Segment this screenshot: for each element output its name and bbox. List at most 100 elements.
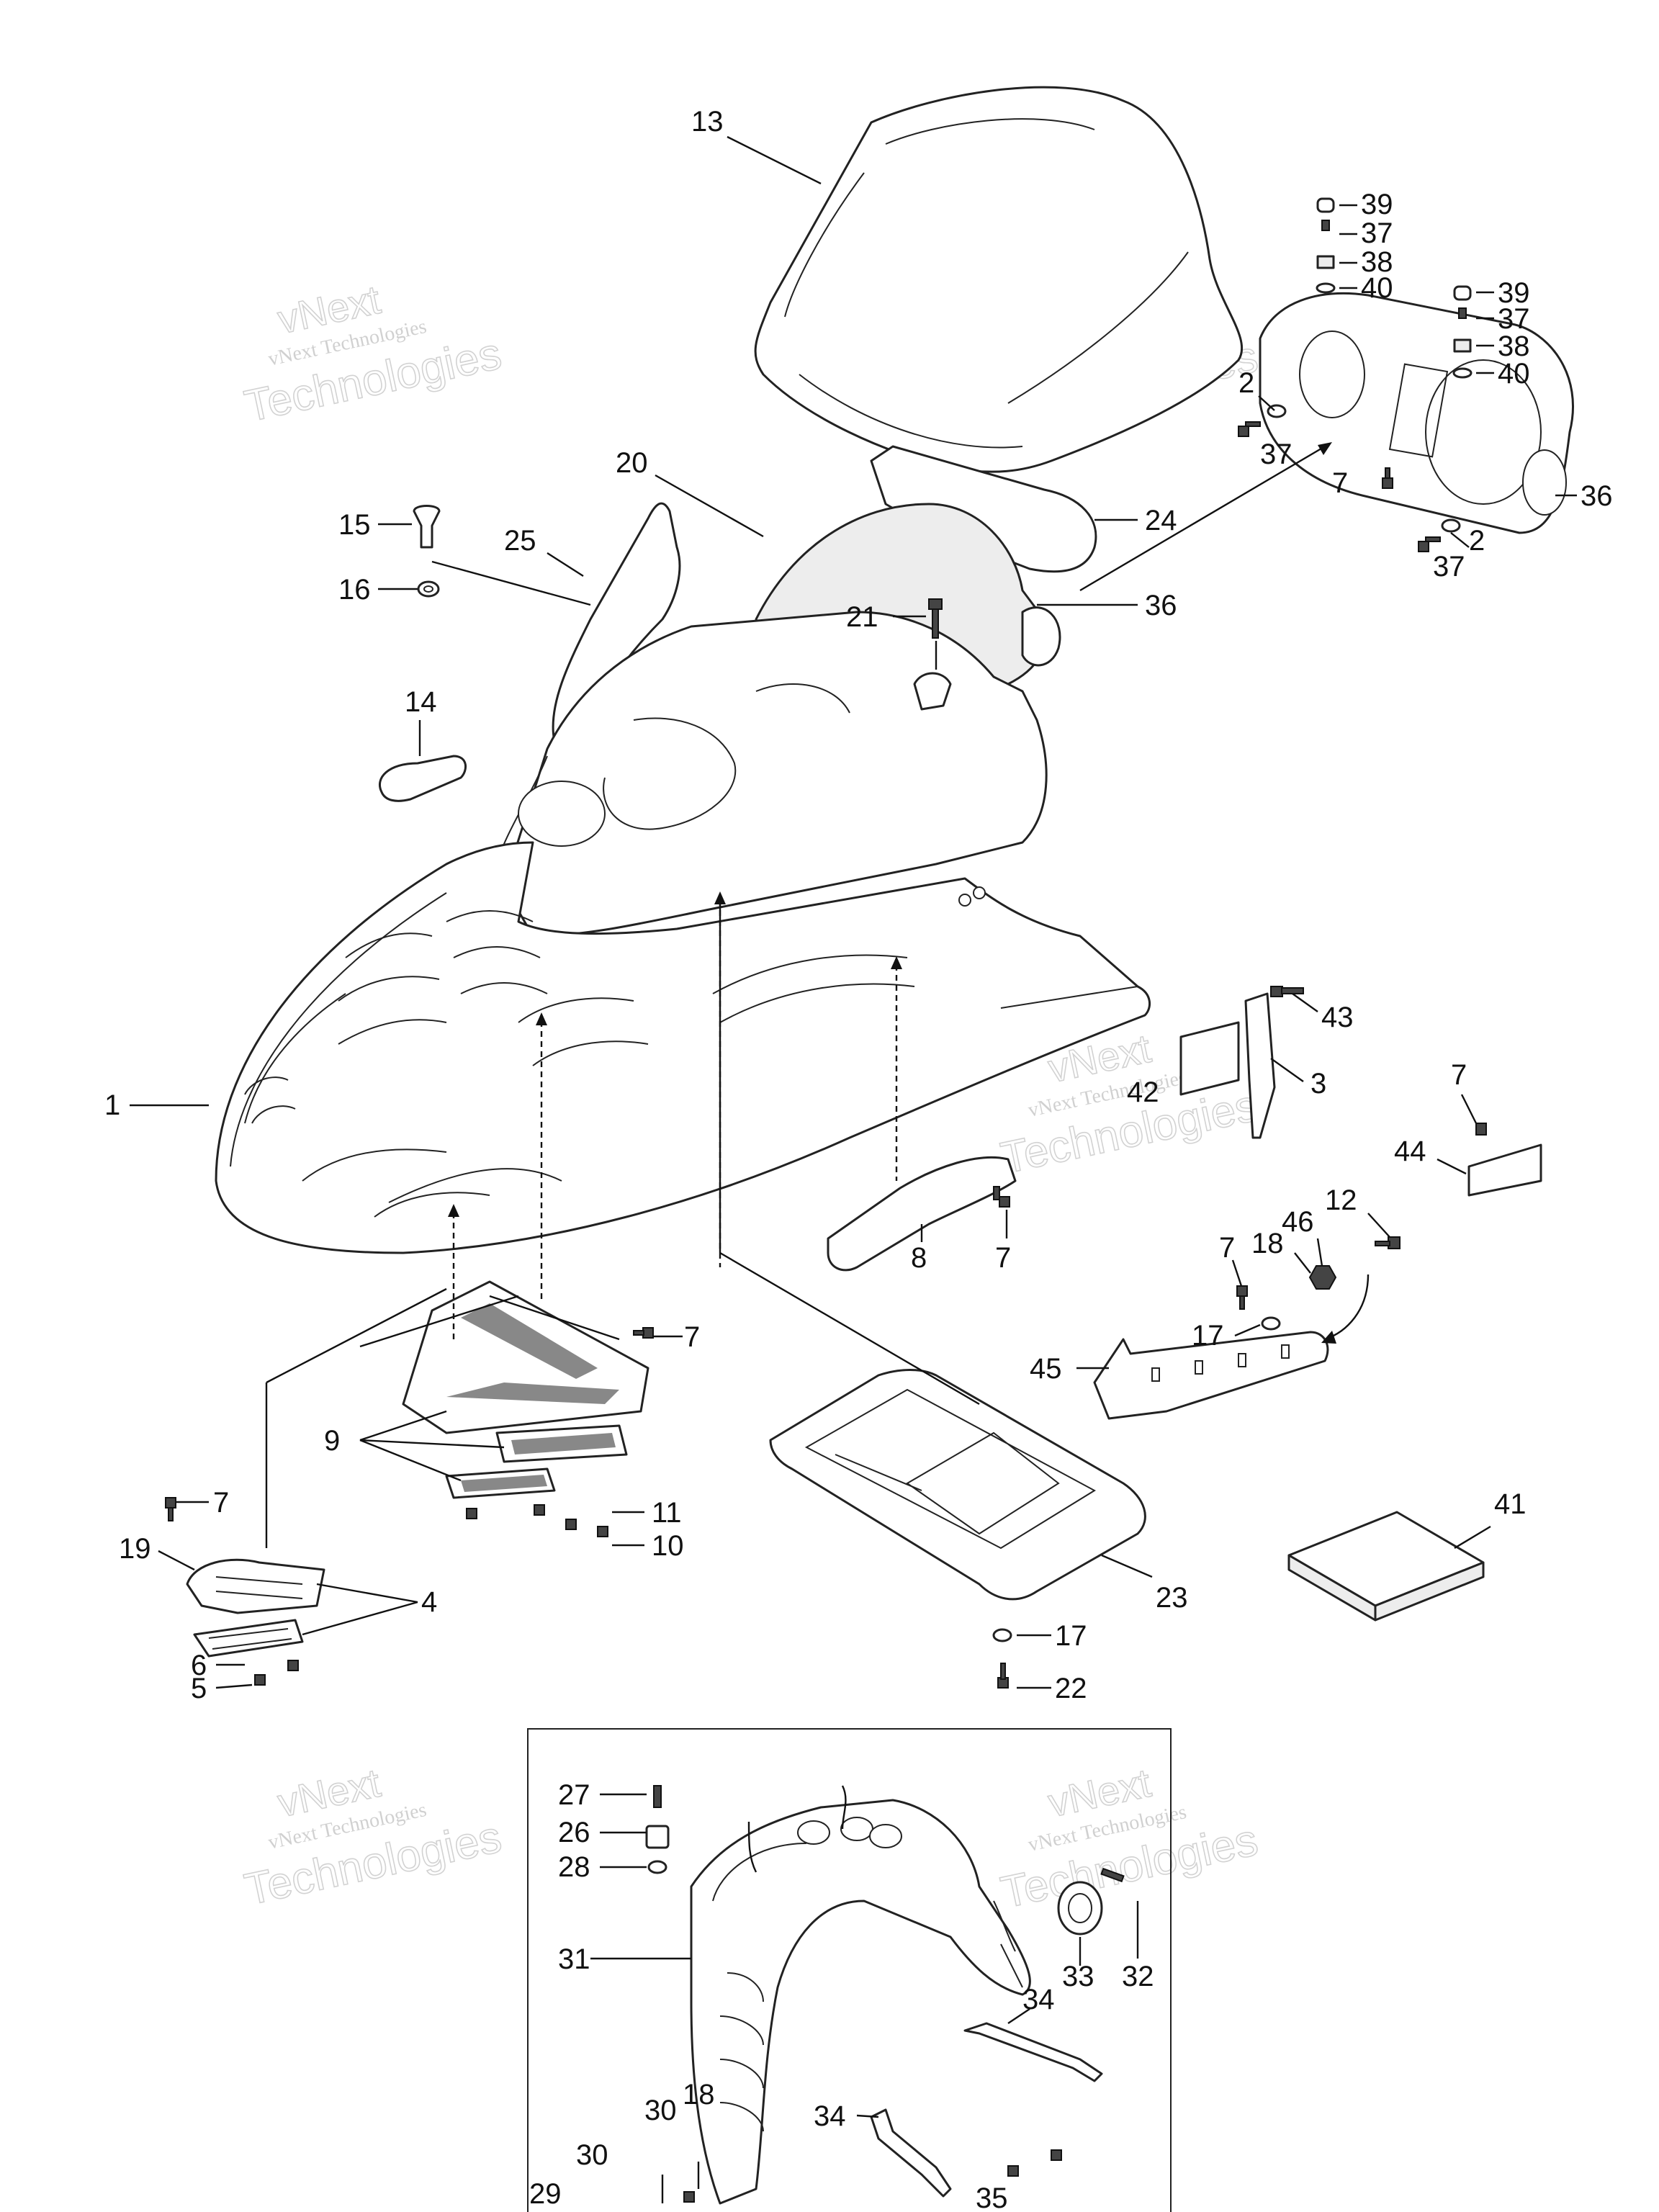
- handle-part: [379, 755, 467, 802]
- callout-11: 11: [652, 1497, 682, 1529]
- plug-part: [413, 505, 441, 549]
- callout-40: 40: [1361, 272, 1393, 304]
- callout-30: 30: [576, 2139, 608, 2171]
- callout-7: 7: [1451, 1059, 1467, 1091]
- callout-38: 38: [1361, 246, 1393, 278]
- clip-part: [913, 672, 952, 711]
- callout-4: 4: [421, 1586, 437, 1618]
- callout-8: 8: [911, 1242, 927, 1274]
- screw-part-7-grate: [633, 1327, 654, 1339]
- callout-13: 13: [691, 106, 724, 138]
- screw-part-21: [928, 598, 943, 639]
- screw-part-17-22: [992, 1628, 1012, 1689]
- screw-part-37: [1238, 421, 1441, 552]
- callout-37: 37: [1433, 551, 1465, 583]
- watermark-bottom-right: vNext vNext Technologies Technologies: [997, 1759, 1263, 1918]
- callout-labels: 13 39 37 38 40 39 37 38 40 2 37 7 36 2 3…: [104, 106, 1613, 2212]
- callout-21: 21: [846, 601, 878, 633]
- callout-3: 3: [1310, 1068, 1326, 1100]
- washer-part-17: [1261, 1316, 1281, 1331]
- lower-footrest-part: [186, 1558, 325, 1658]
- callout-24: 24: [1145, 505, 1177, 536]
- callout-7: 7: [995, 1242, 1011, 1274]
- callout-15: 15: [338, 509, 371, 541]
- front-fairing-part: [496, 611, 1048, 938]
- callout-7: 7: [213, 1487, 229, 1519]
- callout-42: 42: [1127, 1076, 1159, 1108]
- screw-part-7-footrest: [165, 1497, 176, 1521]
- callout-7: 7: [1332, 467, 1348, 499]
- washer-part-2: [1267, 404, 1461, 533]
- callout-18: 18: [1251, 1228, 1284, 1259]
- callout-22: 22: [1055, 1673, 1087, 1704]
- callout-17: 17: [1055, 1620, 1087, 1652]
- bolt-part-43: [1270, 986, 1304, 997]
- callout-2: 2: [1469, 525, 1485, 557]
- callout-9: 9: [324, 1425, 340, 1457]
- callout-5: 5: [191, 1673, 207, 1704]
- wing-nut-part-10: [466, 1504, 608, 1537]
- foam-seal-part: [870, 445, 1097, 573]
- screw-part-7-gauge: [1382, 467, 1393, 489]
- storage-tray-part: [769, 1369, 1146, 1601]
- cap-stack-left: [1316, 197, 1336, 294]
- wing-nut-part-5: [254, 1660, 299, 1686]
- bracket-part-3: [1244, 992, 1276, 1139]
- callout-18: 18: [683, 2079, 715, 2110]
- bracket-part-42: [1179, 1021, 1240, 1096]
- callout-23: 23: [1156, 1582, 1188, 1614]
- callout-40: 40: [1498, 358, 1530, 390]
- callout-17: 17: [1192, 1320, 1224, 1352]
- callout-20: 20: [616, 447, 648, 479]
- callout-37: 37: [1498, 303, 1530, 335]
- callout-30: 30: [644, 2095, 677, 2126]
- callout-25: 25: [504, 525, 536, 557]
- callout-19: 19: [119, 1533, 151, 1565]
- main-body-part: [215, 841, 1151, 1254]
- callout-44: 44: [1394, 1136, 1426, 1167]
- callout-34: 34: [814, 2100, 846, 2132]
- callout-39: 39: [1498, 277, 1530, 309]
- callout-10: 10: [652, 1530, 684, 1562]
- screw-part-7-mid: [993, 1186, 1010, 1208]
- callout-7: 7: [1219, 1232, 1235, 1264]
- callout-12: 12: [1325, 1184, 1357, 1216]
- callout-1: 1: [104, 1089, 120, 1121]
- callout-26: 26: [558, 1817, 590, 1848]
- nut-part-46: [1308, 1265, 1337, 1290]
- callout-36: 36: [1581, 480, 1613, 512]
- callout-32: 32: [1122, 1961, 1154, 1992]
- callout-34: 34: [1022, 1984, 1055, 2015]
- callout-7: 7: [684, 1321, 700, 1353]
- windshield-part: [754, 86, 1244, 473]
- callout-39: 39: [1361, 189, 1393, 220]
- callout-28: 28: [558, 1851, 590, 1883]
- callout-45: 45: [1030, 1353, 1062, 1385]
- callout-35: 35: [976, 2182, 1008, 2212]
- callout-6: 6: [191, 1650, 207, 1681]
- gauge-panel-part: [1259, 292, 1574, 534]
- callout-38: 38: [1498, 331, 1530, 362]
- callout-36: 36: [1145, 590, 1177, 621]
- cap-stack-right: [1452, 285, 1473, 379]
- callout-14: 14: [405, 686, 437, 718]
- callout-31: 31: [558, 1943, 590, 1975]
- leader-lines: [130, 135, 1577, 2203]
- inset-panel: [527, 1728, 1172, 2212]
- callout-29: 29: [529, 2178, 562, 2210]
- plate-part-44: [1467, 1123, 1542, 1197]
- callout-33: 33: [1062, 1961, 1094, 1992]
- footrest-grate-part: [402, 1280, 649, 1499]
- watermark-top-left: vNext vNext Technologies Technologies: [240, 276, 506, 432]
- callout-43: 43: [1321, 1002, 1354, 1033]
- screw-part-12: [1375, 1236, 1401, 1249]
- duct-part: [827, 1156, 1017, 1272]
- watermark-bottom-left: vNext vNext Technologies Technologies: [240, 1759, 506, 1915]
- screw-part-7-bracket: [1236, 1285, 1248, 1310]
- callout-37: 37: [1260, 439, 1292, 470]
- callout-2: 2: [1238, 367, 1254, 399]
- callout-41: 41: [1494, 1488, 1527, 1520]
- foam-pad-part: [1287, 1511, 1485, 1622]
- callout-46: 46: [1282, 1206, 1314, 1238]
